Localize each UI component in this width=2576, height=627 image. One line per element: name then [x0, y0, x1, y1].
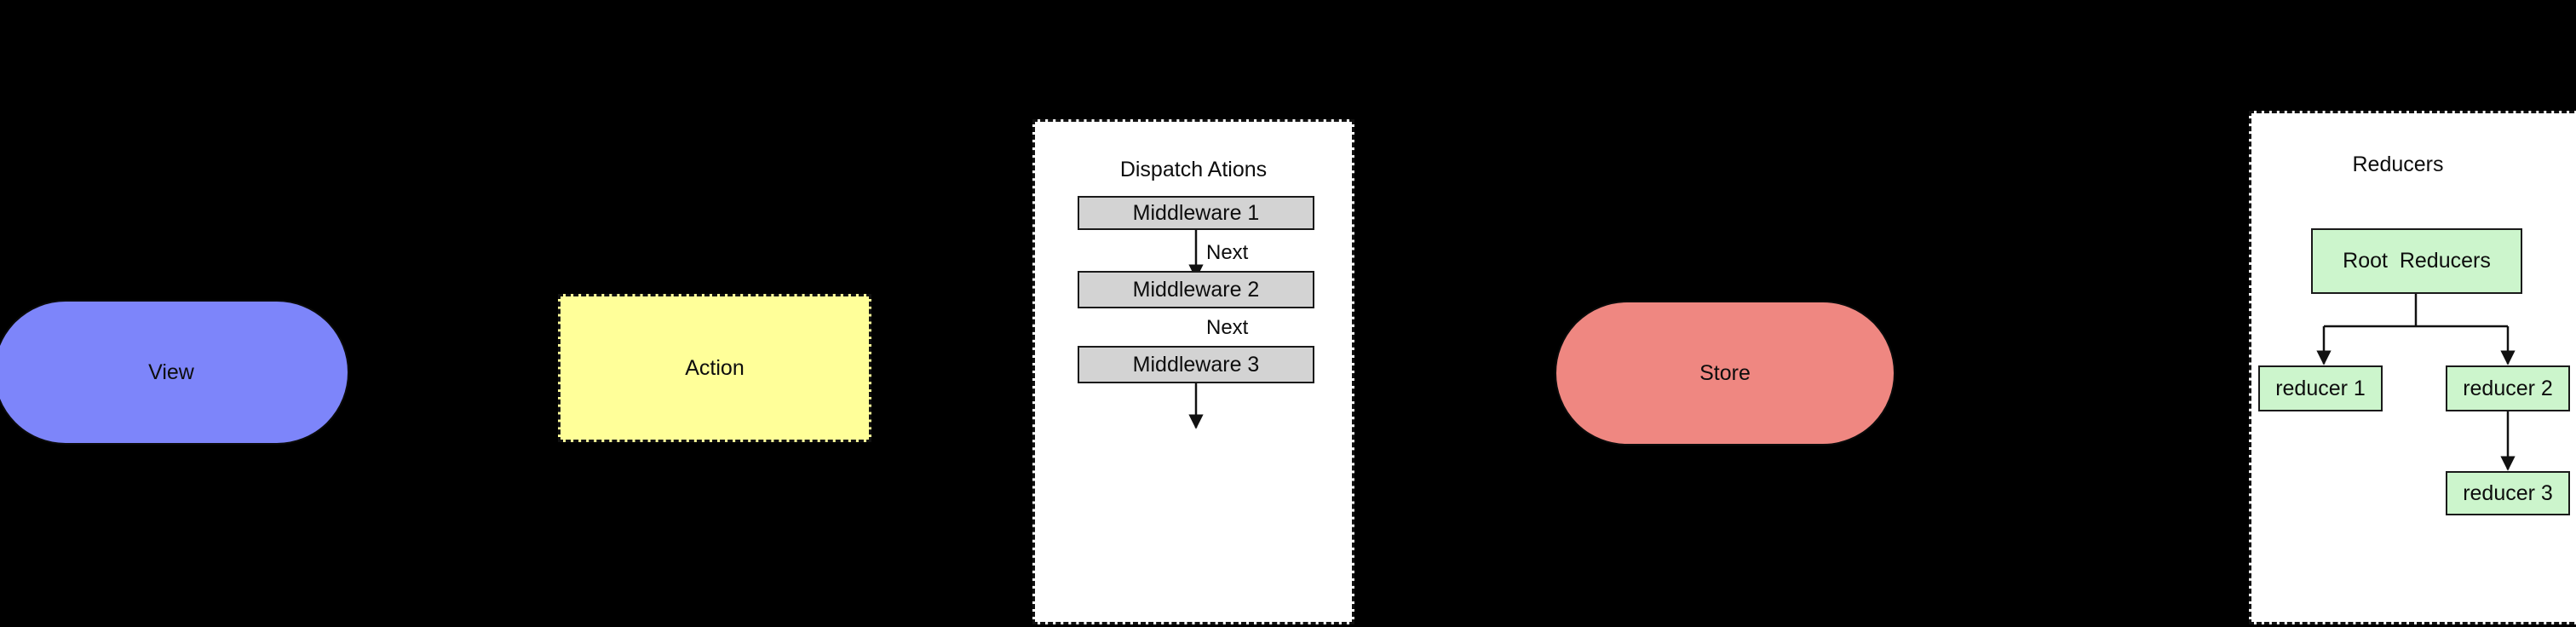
- group-dispatch-actions-title: Dispatch Ations: [1119, 158, 1268, 181]
- node-reducer-1-label: reducer 1: [2275, 376, 2366, 400]
- node-middleware-1[interactable]: Middleware 1: [1078, 196, 1314, 230]
- node-middleware-3-label: Middleware 3: [1132, 352, 1260, 377]
- node-root-reducers[interactable]: Root Reducers: [2311, 228, 2522, 294]
- node-middleware-1-label: Middleware 1: [1132, 200, 1260, 225]
- node-reducer-1[interactable]: reducer 1: [2258, 365, 2383, 411]
- node-store-label: Store: [1699, 360, 1751, 385]
- node-view[interactable]: View: [0, 300, 349, 445]
- node-root-reducers-label: Root Reducers: [2343, 249, 2491, 273]
- node-reducer-2[interactable]: reducer 2: [2446, 365, 2570, 411]
- node-reducer-3[interactable]: reducer 3: [2446, 471, 2570, 515]
- node-action[interactable]: Action: [558, 294, 871, 442]
- node-action-label: Action: [685, 355, 745, 380]
- node-reducer-3-label: reducer 3: [2463, 480, 2553, 505]
- edge-label-next-2: Next: [1206, 316, 1249, 339]
- node-middleware-2[interactable]: Middleware 2: [1078, 271, 1314, 308]
- edge-label-next-1: Next: [1206, 241, 1249, 264]
- node-view-label: View: [148, 360, 194, 384]
- group-reducers-title: Reducers: [2352, 152, 2444, 176]
- group-reducers: Reducers Root Reducers reducer 1: [2249, 111, 2576, 624]
- group-dispatch-actions: Dispatch Ations Middleware 1 Next Middle…: [1032, 119, 1354, 624]
- node-store[interactable]: Store: [1555, 301, 1895, 446]
- node-reducer-2-label: reducer 2: [2463, 376, 2553, 400]
- node-middleware-3[interactable]: Middleware 3: [1078, 346, 1314, 383]
- node-middleware-2-label: Middleware 2: [1132, 277, 1260, 302]
